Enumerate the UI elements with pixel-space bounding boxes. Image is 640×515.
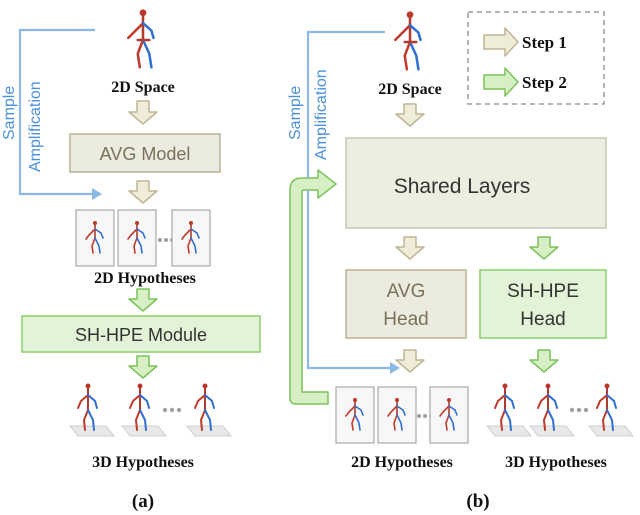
amplification-label-a: Amplification (27, 81, 44, 172)
shared-layers-label: Shared Layers (394, 175, 531, 198)
legend-step2-label: Step 2 (522, 73, 567, 92)
shhpe-module-label: SH-HPE Module (75, 325, 207, 345)
caption-b: (b) (466, 491, 489, 512)
step1-arrow-a2 (128, 180, 158, 204)
step2-arrow-b1 (529, 236, 559, 260)
avg-model-box (69, 133, 221, 173)
step1-arrow-b2 (395, 236, 425, 260)
pose-2d-icon-b (394, 10, 422, 71)
feedback-arrow (289, 169, 337, 405)
sample-arrowhead-a (92, 188, 102, 200)
avg-head-line1: AVG (387, 281, 426, 302)
legend-step1-arrow (483, 27, 519, 57)
shhpe-head-line2: Head (520, 309, 565, 330)
shhpe-module-box (21, 315, 261, 353)
legend-step2-arrow (483, 67, 519, 97)
step1-arrow-b1 (395, 103, 425, 127)
hyp3d-label-a: 3D Hypotheses (92, 454, 194, 471)
sample-path-a (18, 28, 95, 196)
sample-path-b (306, 30, 390, 370)
pose-2d-icon (127, 8, 155, 69)
space-label-a: 2D Space (111, 79, 175, 96)
sample-arrowhead-b (390, 362, 400, 374)
panel-a: 2D Space Sample Amplification AVG Model (1, 8, 261, 512)
hyp2d-label-b: 2D Hypotheses (351, 454, 453, 471)
legend-step1-label: Step 1 (522, 33, 567, 52)
step2-arrow-a2 (128, 355, 158, 379)
hypotheses-3d-b (486, 382, 634, 437)
avg-head-line2: Head (383, 309, 428, 330)
ellipsis-dots (569, 407, 589, 413)
step1-arrow-a1 (128, 100, 158, 125)
avg-head-box (345, 269, 467, 339)
shhpe-head-line1: SH-HPE (507, 281, 579, 302)
space-label-b: 2D Space (378, 81, 442, 98)
amplification-label-b: Amplification (313, 69, 330, 160)
shared-layers-box (345, 137, 607, 229)
legend-box (467, 11, 605, 105)
sample-label-b: Sample (287, 86, 304, 140)
avg-model-label: AVG Model (100, 144, 191, 164)
step2-arrow-b2 (529, 349, 559, 373)
caption-a: (a) (132, 491, 154, 512)
ellipsis-dots (162, 407, 182, 413)
hyp3d-label-b: 3D Hypotheses (505, 454, 607, 471)
sample-label-a: Sample (1, 86, 18, 140)
hypotheses-2d-b (335, 386, 469, 444)
hypotheses-2d-a (75, 209, 211, 267)
hyp2d-label-a: 2D Hypotheses (94, 270, 196, 287)
hypotheses-3d-a (69, 382, 232, 437)
panel-b: 2D Space Sample Amplification Step 1 Ste… (287, 10, 634, 512)
shhpe-head-box (479, 269, 607, 339)
step2-arrow-a1 (128, 288, 158, 312)
step1-arrow-b3 (395, 349, 425, 373)
